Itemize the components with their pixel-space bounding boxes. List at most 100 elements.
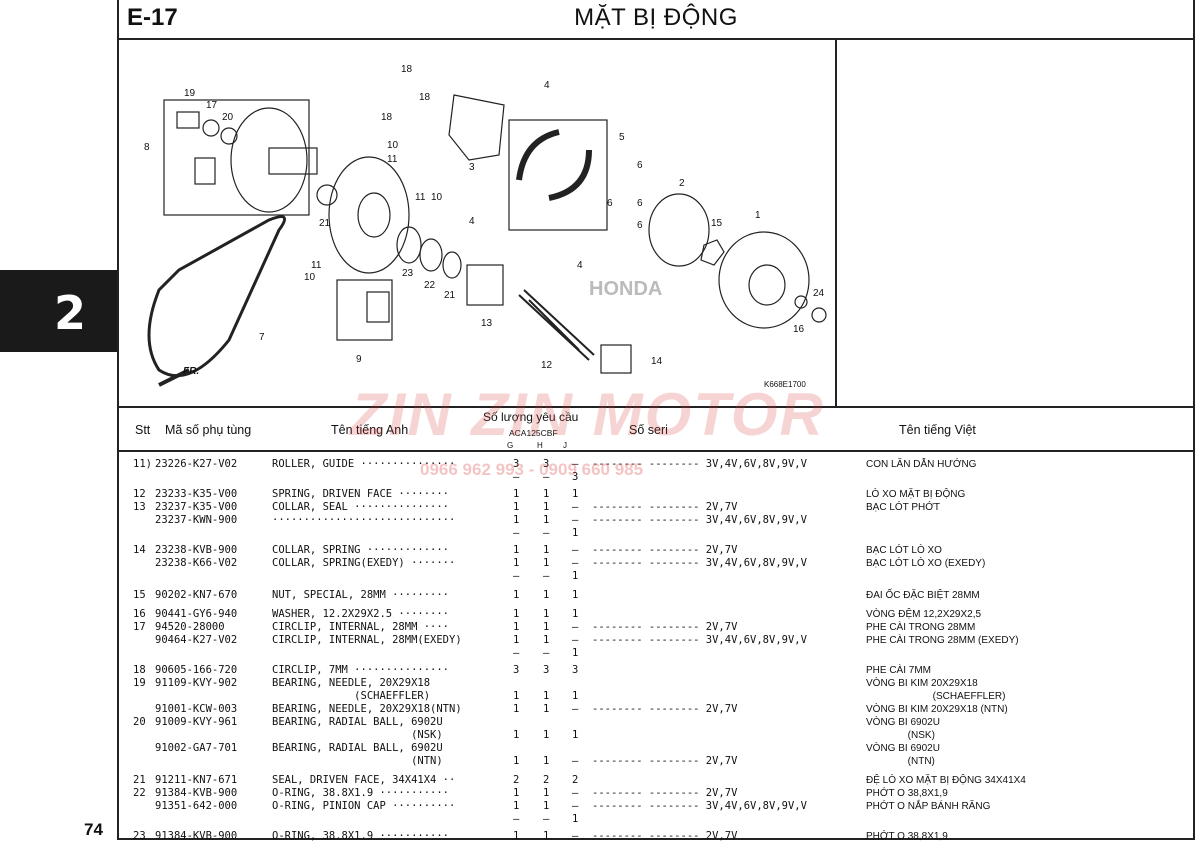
cell-part: 90441-GY6-940 <box>155 608 238 620</box>
col-name-vn: Tên tiếng Việt <box>899 423 976 437</box>
cell-h: 3 <box>543 664 550 676</box>
cell-stt: 13 <box>133 501 146 513</box>
col-model: ACA125CBF <box>509 428 558 438</box>
cell-part: 91002-GA7-701 <box>155 742 238 754</box>
cell-j: 3 <box>572 471 579 483</box>
cell-en: WASHER, 12.2X29X2.5 ········ <box>272 608 450 620</box>
section-title: MẶT BỊ ĐỘNG <box>574 4 738 31</box>
cell-g: 3 <box>513 458 520 470</box>
cell-vn: ĐAI ỐC ĐẶC BIỆT 28MM <box>866 590 980 601</box>
cell-vn: (SCHAEFFLER) <box>866 691 1006 702</box>
callout-23: 23 <box>402 268 414 279</box>
callout-18c: 18 <box>381 112 393 123</box>
callout-6c: 6 <box>637 198 643 209</box>
drive-belt <box>147 215 287 378</box>
callout-19: 19 <box>184 88 196 99</box>
circlip-17 <box>202 119 220 137</box>
cell-part: 23237-K35-V00 <box>155 501 238 513</box>
cell-j: 2 <box>572 774 579 786</box>
cell-serial: -------- -------- 2V,7V <box>592 703 738 715</box>
cell-serial: -------- -------- 2V,7V <box>592 830 738 842</box>
callout-10b: 10 <box>431 192 443 203</box>
callout-5: 5 <box>619 132 625 143</box>
cell-h: – <box>543 471 550 483</box>
seal-21a <box>316 184 338 206</box>
cell-j: – <box>572 544 579 556</box>
cell-j: – <box>572 830 579 842</box>
cell-en: CIRCLIP, INTERNAL, 28MM(EXEDY) <box>272 634 462 646</box>
parts-sheet: E-17 MẶT BỊ ĐỘNG <box>117 0 1195 843</box>
callout-14: 14 <box>651 356 663 367</box>
cell-vn: BẠC LÓT PHỚT <box>866 502 940 513</box>
drive-plate-2 <box>648 193 710 267</box>
cell-en: (NTN) <box>272 755 443 767</box>
page-number: 74 <box>84 820 103 839</box>
cell-serial: -------- -------- 3V,4V,6V,8V,9V,V <box>592 557 807 569</box>
washer-16 <box>794 295 808 309</box>
table-row: ––1 <box>119 570 1193 583</box>
chapter-tab: 2 <box>0 270 118 352</box>
cell-stt: 19 <box>133 677 146 689</box>
cell-h: – <box>543 570 550 582</box>
label-plate-2 <box>366 291 390 323</box>
table-row: 23 91384-KVB-900 O-RING, 38.8X1.9 ········… <box>119 830 1193 843</box>
cell-j: – <box>572 557 579 569</box>
cover-plate-3 <box>448 94 505 161</box>
callout-11c: 11 <box>311 260 322 271</box>
cell-g: 1 <box>513 800 520 812</box>
front-arrow <box>158 368 190 387</box>
cell-g: 1 <box>513 621 520 633</box>
cell-en: CIRCLIP, INTERNAL, 28MM ···· <box>272 621 450 633</box>
cell-j: – <box>572 800 579 812</box>
cell-en: BEARING, RADIAL BALL, 6902U <box>272 742 443 754</box>
col-name-en: Tên tiếng Anh <box>331 423 409 437</box>
cell-j: 1 <box>572 527 579 539</box>
cell-j: – <box>572 634 579 646</box>
cell-g: – <box>513 527 520 539</box>
clutch-outer-1 <box>718 231 810 329</box>
cell-serial: -------- -------- 3V,4V,6V,8V,9V,V <box>592 634 807 646</box>
cell-en: O-RING, 38.8X1.9 ··········· <box>272 830 450 842</box>
cell-serial: -------- -------- 3V,4V,6V,8V,9V,V <box>592 458 807 470</box>
callout-7: 7 <box>259 332 265 343</box>
cell-g: 1 <box>513 544 520 556</box>
cell-en: (NSK) <box>272 729 443 741</box>
cell-h: 1 <box>543 787 550 799</box>
cell-h: 1 <box>543 830 550 842</box>
col-serial: Số seri <box>629 423 668 437</box>
cell-j: – <box>572 787 579 799</box>
callout-8: 8 <box>144 142 150 153</box>
cell-g: 1 <box>513 703 520 715</box>
cell-g: 1 <box>513 634 520 646</box>
cell-stt: 23 <box>133 830 146 842</box>
cell-en: O-RING, PINION CAP ·········· <box>272 800 456 812</box>
cell-stt: 12 <box>133 488 146 500</box>
cell-vn: PHỚT O 38,8X1,9 <box>866 788 948 799</box>
cell-part: 91109-KVY-902 <box>155 677 238 689</box>
group-frame-5 <box>508 119 608 231</box>
table-row: 91002-GA7-701 BEARING, RADIAL BALL, 6902U… <box>119 742 1193 755</box>
cell-en: (SCHAEFFLER) <box>272 690 431 702</box>
driven-face-disc <box>230 107 308 213</box>
cell-g: – <box>513 813 520 825</box>
callout-13: 13 <box>481 318 493 329</box>
callout-2: 2 <box>679 178 685 189</box>
cell-serial: -------- -------- 2V,7V <box>592 755 738 767</box>
callout-12: 12 <box>541 360 553 371</box>
callout-9: 9 <box>356 354 362 365</box>
cell-h: 1 <box>543 488 550 500</box>
cell-j: – <box>572 514 579 526</box>
cell-part: 91384-KVB-900 <box>155 830 238 842</box>
callout-21a: 21 <box>319 218 331 229</box>
group-frame-8 <box>163 99 310 216</box>
cell-g: 1 <box>513 488 520 500</box>
cell-part: 23237-KWN-900 <box>155 514 238 526</box>
collar-13 <box>466 264 504 306</box>
cell-g: 1 <box>513 690 520 702</box>
